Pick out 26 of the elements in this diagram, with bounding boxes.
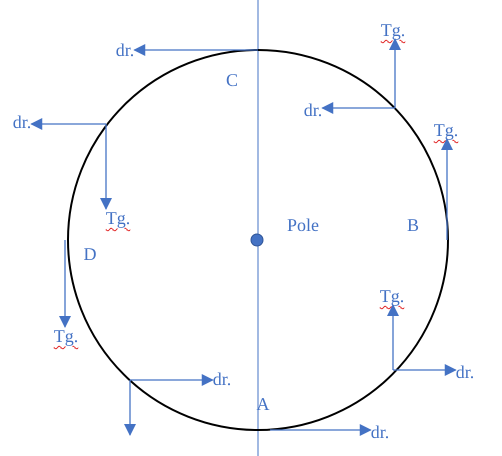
point-label: B: [407, 216, 419, 234]
arrow-label: Tg.: [380, 21, 406, 39]
arrow-label: Tg.: [380, 287, 404, 305]
arrow: [133, 44, 258, 56]
arrow: [387, 304, 399, 370]
arrow-label: dr.: [370, 423, 390, 441]
arrow: [100, 124, 112, 210]
point-label: C: [226, 71, 238, 89]
arrow-label: dr.: [212, 370, 232, 388]
arrow: [321, 102, 395, 114]
arrow: [59, 240, 71, 328]
arrow: [30, 118, 106, 130]
arrow-label: dr.: [116, 41, 134, 59]
arrow: [270, 424, 372, 436]
arrow-label: dr.: [12, 113, 32, 131]
arrow-label: dr.: [456, 363, 474, 381]
point-label: D: [84, 245, 96, 263]
arrow-label: dr.: [304, 101, 322, 119]
arrow-label: Tg.: [54, 327, 78, 345]
arrow-label: Tg.: [434, 121, 458, 139]
arrow-label: Tg.: [106, 209, 130, 227]
point-label: Pole: [287, 216, 319, 234]
arrow: [130, 374, 214, 386]
arrow: [389, 38, 401, 108]
arrow: [441, 138, 453, 240]
arrow: [393, 364, 457, 376]
